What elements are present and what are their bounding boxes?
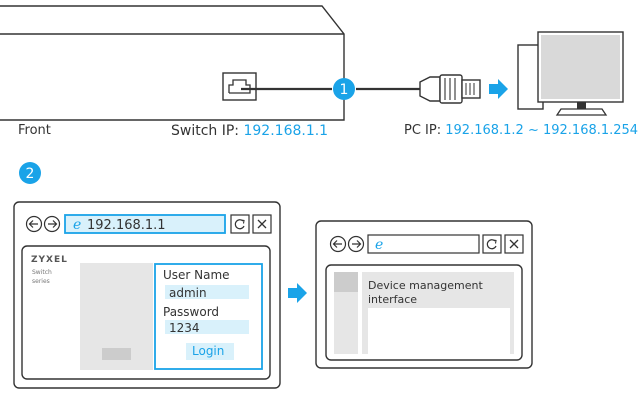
pc-ip-value: 192.168.1.2 ~ 192.168.1.254 [445,123,638,138]
browser-e-icon: e [73,217,81,233]
step-1-number: 1 [340,82,349,98]
address-bar[interactable] [367,234,480,254]
close-icon[interactable] [504,234,524,254]
page-sidebar-header [334,272,358,292]
rj45-plug-icon [419,74,481,104]
desktop-pc-icon [517,31,624,116]
brand-subtitle-2: series [32,278,50,285]
refresh-icon[interactable] [482,234,502,254]
front-label: Front [18,123,51,138]
back-arrow-icon[interactable] [25,215,43,233]
step-2-badge: 2 [19,162,41,184]
close-icon[interactable] [252,214,272,234]
username-value: admin [169,286,207,300]
ethernet-port-icon [222,72,257,101]
page-content-body [368,308,510,354]
address-text: 192.168.1.1 [87,218,166,233]
switch-ip-value: 192.168.1.1 [243,123,329,139]
page-button-placeholder [102,348,131,360]
arrow-right-icon [288,283,307,303]
forward-arrow-icon[interactable] [43,215,61,233]
browser-e-icon: e [375,237,383,253]
step-2-number: 2 [26,166,35,182]
pc-ip-label: PC IP: [404,123,442,138]
password-value: 1234 [169,321,200,335]
login-browser-window: e 192.168.1.1 [13,201,281,389]
device-management-line-1: Device management [368,279,483,292]
switch-device [0,5,345,121]
login-button-label[interactable]: Login [192,344,225,358]
password-label: Password [163,305,220,319]
forward-arrow-icon[interactable] [347,235,365,253]
result-browser-window: e [315,220,533,369]
switch-ip: Switch IP: 192.168.1.1 [171,124,328,138]
address-bar[interactable] [64,214,226,234]
switch-ip-label: Switch IP: [171,123,240,139]
device-management-line-2: interface [368,293,418,306]
refresh-icon[interactable] [230,214,250,234]
login-button[interactable] [186,343,234,360]
step-1-badge: 1 [333,78,355,100]
password-field[interactable] [165,320,249,334]
zyxel-logo-text: ZYXEL [31,255,68,265]
brand-subtitle-1: Switch [32,269,52,276]
back-arrow-icon[interactable] [329,235,347,253]
username-field[interactable] [165,285,249,299]
pc-ip: PC IP: 192.168.1.2 ~ 192.168.1.254 [404,124,638,137]
username-label: User Name [163,268,230,282]
arrow-right-icon [489,79,508,99]
